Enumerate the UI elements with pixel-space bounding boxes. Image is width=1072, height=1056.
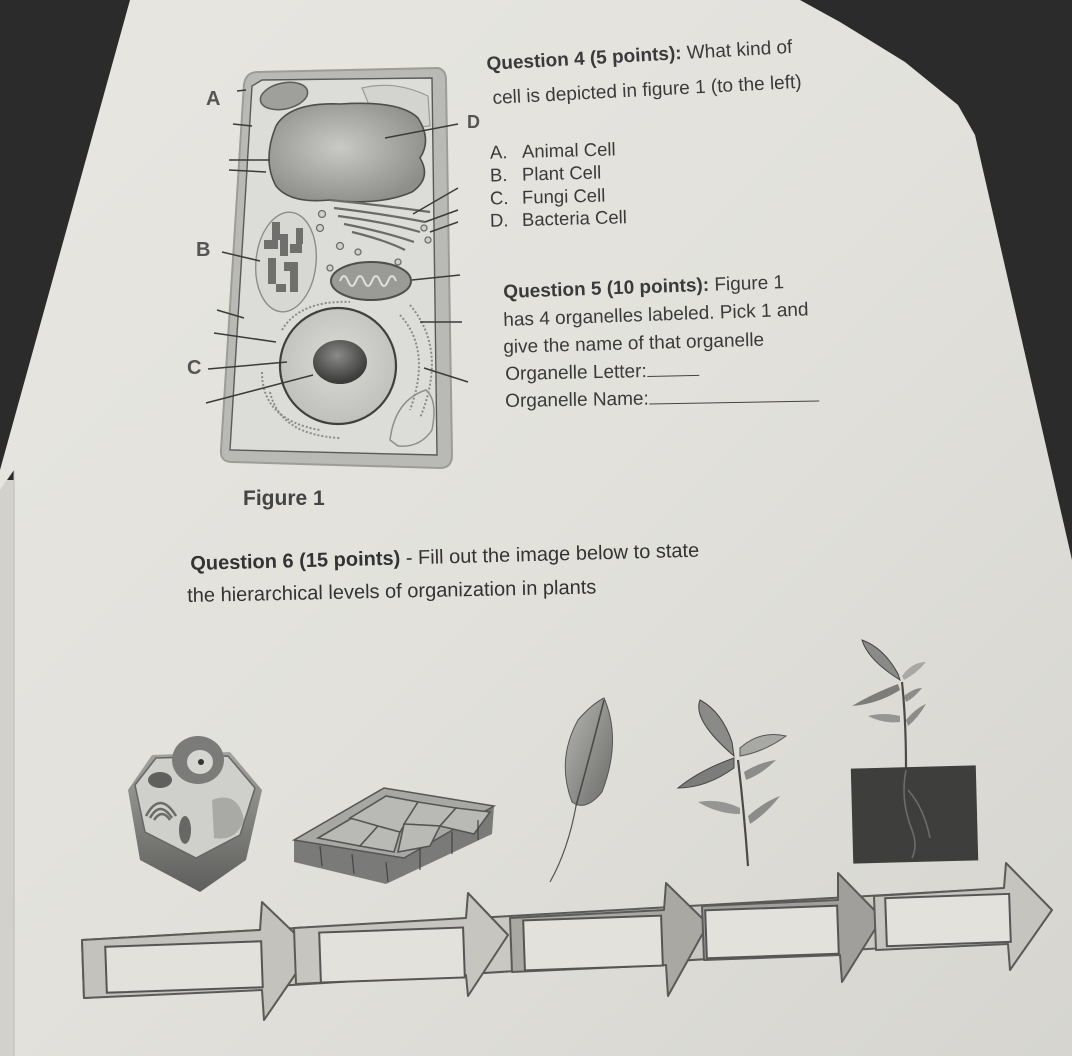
hierarchy-answer-box-1 (104, 940, 264, 994)
hierarchy-answer-box-3 (522, 914, 664, 972)
whole-plant-organism-illustration (850, 639, 979, 864)
figure1-caption: Figure 1 (243, 487, 325, 510)
leaf-organ-illustration (549, 697, 613, 883)
figure1-label-a: A (206, 88, 221, 110)
hierarchy-answer-2[interactable] (320, 930, 464, 980)
tissue-illustration (291, 787, 497, 884)
figure1-label-b: B (196, 239, 211, 261)
shoot-system-illustration (676, 699, 788, 867)
hierarchy-answer-box-4 (704, 904, 840, 960)
hierarchy-answer-box-5 (884, 892, 1012, 948)
hierarchy-answer-1[interactable] (106, 944, 262, 990)
hierarchy-answer-4[interactable] (706, 908, 838, 956)
hierarchy-answer-box-2 (318, 926, 466, 984)
figure1-label-d: D (467, 112, 480, 132)
figure1-label-c: C (187, 357, 202, 379)
hierarchy-answer-3[interactable] (524, 918, 662, 968)
hierarchy-answer-5[interactable] (886, 896, 1010, 944)
plant-cell-illustration (128, 736, 262, 892)
